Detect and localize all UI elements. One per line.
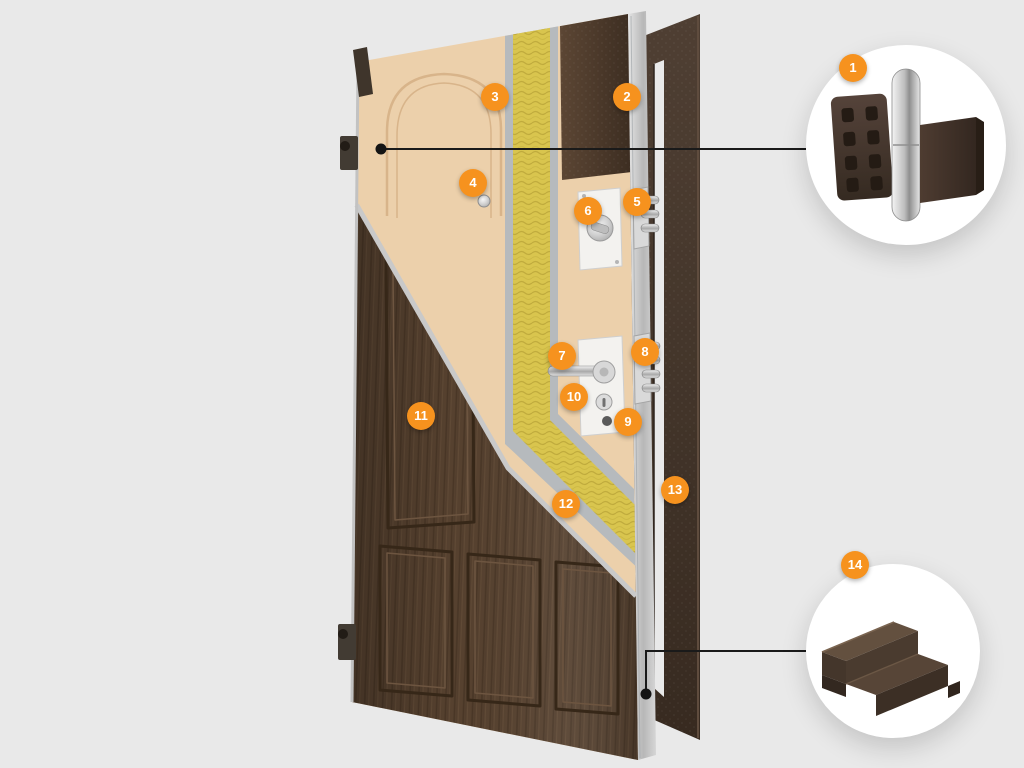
callout-marker-8: 8	[631, 338, 659, 366]
frame-profile-shape	[821, 621, 960, 716]
peephole	[477, 194, 491, 208]
hinge-detail-inset	[806, 45, 1006, 245]
door-hinges	[338, 47, 373, 660]
frame-profile-leader-line	[640, 650, 806, 700]
callout-marker-7: 7	[548, 342, 576, 370]
hinge-top-corner	[353, 47, 373, 97]
main-lock	[547, 335, 626, 437]
wood-moldings	[378, 250, 620, 716]
hinge-leader-line	[375, 143, 806, 155]
callout-marker-11: 11	[407, 402, 435, 430]
hinge-illustration	[830, 68, 984, 222]
callout-marker-4: 4	[459, 169, 487, 197]
callout-marker-14: 14	[841, 551, 869, 579]
keyhole	[602, 416, 612, 426]
callout-marker-3: 3	[481, 83, 509, 111]
frame-profile-inset	[806, 564, 980, 738]
callout-marker-5: 5	[623, 188, 651, 216]
frame-profile-illustration	[821, 621, 960, 716]
hinge-door-plate	[920, 117, 984, 203]
wood-panel	[352, 203, 638, 760]
hinge-lower	[338, 624, 356, 660]
callout-marker-2: 2	[613, 83, 641, 111]
leader-lines	[375, 143, 806, 700]
hinge-frame-plate	[830, 93, 894, 201]
wood-cut-trim	[354, 203, 638, 598]
callout-marker-6: 6	[574, 197, 602, 225]
insulation-layer	[513, 27, 636, 554]
callout-marker-13: 13	[661, 476, 689, 504]
callout-marker-1: 1	[839, 54, 867, 82]
callout-marker-10: 10	[560, 383, 588, 411]
callout-marker-9: 9	[614, 408, 642, 436]
door-leaf	[338, 11, 661, 760]
hinge-upper	[340, 136, 358, 170]
callout-marker-12: 12	[552, 490, 580, 518]
